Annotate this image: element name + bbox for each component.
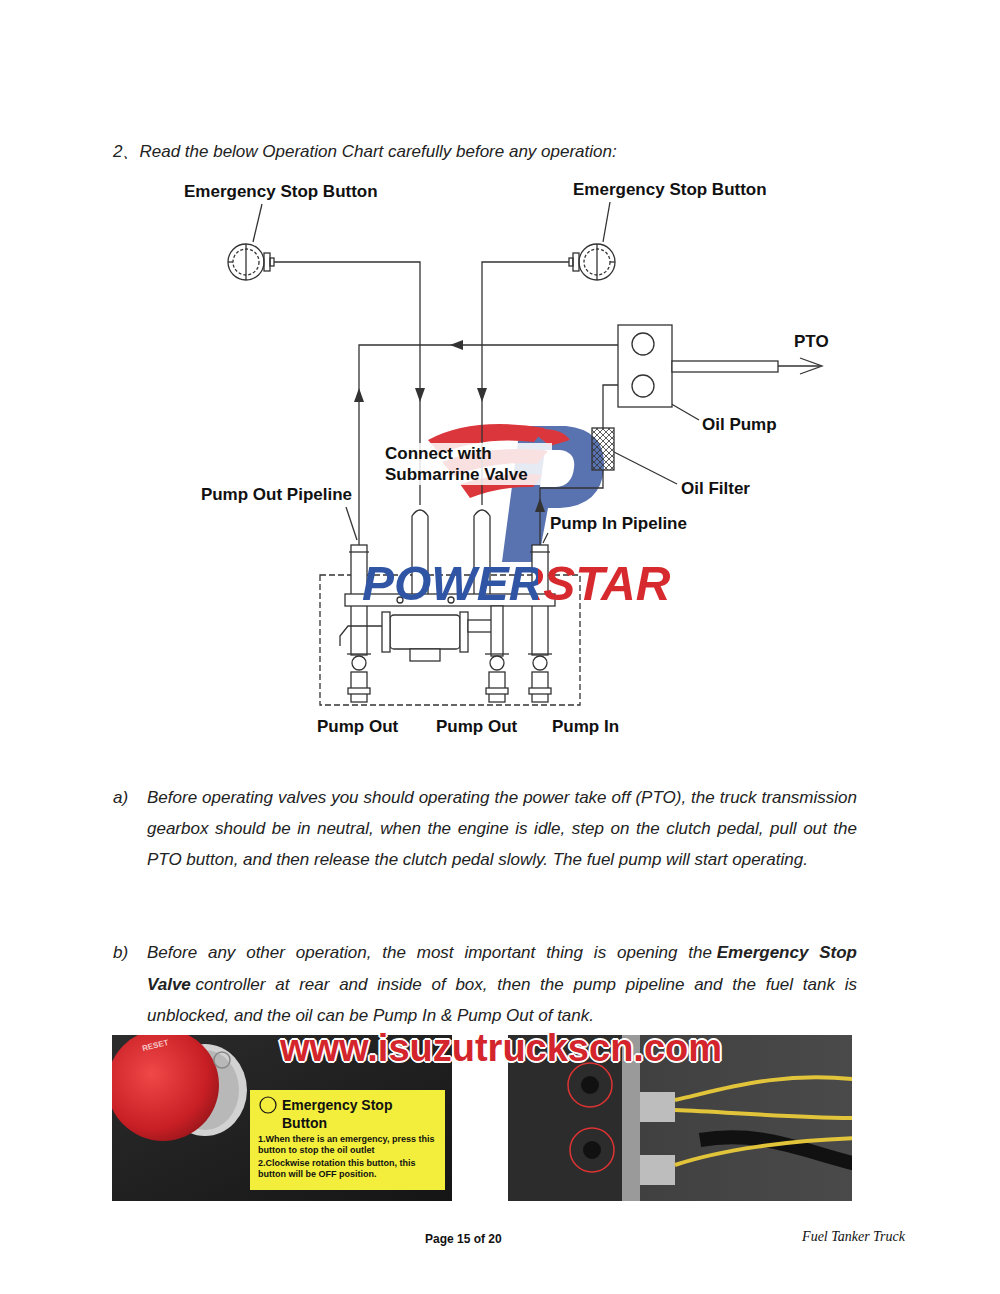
- url-watermark: www.isuzutruckscn.com: [280, 1026, 722, 1070]
- list-marker: b): [113, 937, 128, 968]
- part-label: Emergency Stop Button: [184, 181, 378, 202]
- warning-sticker: Emergency Stop Button1.When there is an …: [250, 1090, 445, 1190]
- list-marker: a): [113, 782, 128, 813]
- page-number: Page 15 of 20: [425, 1232, 502, 1246]
- part-label: PTO: [794, 331, 829, 352]
- flow-arrows: [354, 340, 545, 512]
- port-label: Pump Out: [317, 716, 398, 737]
- port-label: Pump Out: [436, 716, 517, 737]
- paragraph-text: Before operating valves you should opera…: [147, 782, 857, 875]
- part-label: Oil Pump: [702, 414, 777, 435]
- port-label: Pump In: [552, 716, 619, 737]
- paragraph-text: controller at rear and inside of box, th…: [147, 975, 857, 1026]
- brand-watermark: POWERSTAR: [362, 556, 670, 612]
- sticker-text: 2.Clockwise rotation this button, this b…: [258, 1158, 437, 1180]
- part-label: Connect with Submarrine Valve: [383, 443, 552, 485]
- running-footer: Fuel Tanker Truck: [802, 1229, 905, 1245]
- sticker-heading: Emergency Stop Button: [258, 1096, 437, 1132]
- paragraph-text: Before any other operation, the most imp…: [147, 943, 712, 962]
- heading: 2、Read the below Operation Chart careful…: [113, 136, 617, 167]
- sticker-icon: [258, 1095, 278, 1115]
- sticker-text: 1.When there is an emergency, press this…: [258, 1134, 437, 1156]
- paragraph: Before any other operation, the most imp…: [147, 937, 857, 1032]
- part-label: Emergency Stop Button: [573, 179, 767, 200]
- part-label: Pump Out Pipeline: [201, 484, 352, 505]
- part-label: Pump In Pipeline: [550, 513, 687, 534]
- part-label: Oil Filter: [681, 478, 750, 499]
